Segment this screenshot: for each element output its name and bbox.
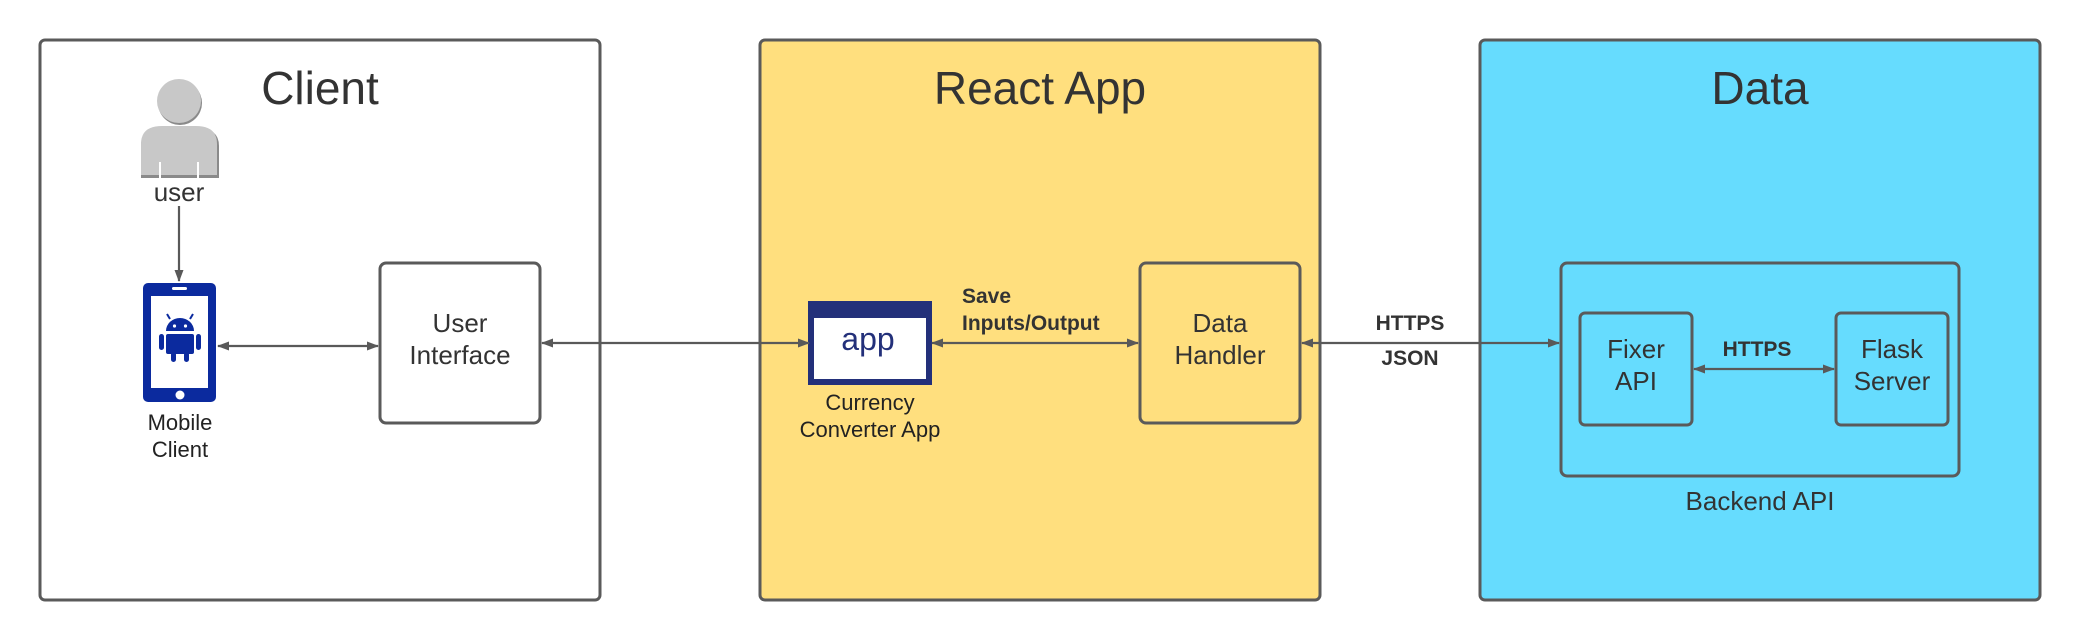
app-icon-text: app xyxy=(841,321,894,357)
fixer-api-node: Fixer API xyxy=(1578,311,1694,427)
flask-server-label-line2: Server xyxy=(1854,366,1931,396)
user-label: user xyxy=(154,177,205,207)
backend-api-label: Backend API xyxy=(1686,486,1835,516)
user-node: user xyxy=(141,79,219,207)
edge-label-inputs-output: Inputs/Output xyxy=(962,312,1100,335)
react-app-title: React App xyxy=(934,62,1146,114)
flask-server-node: Flask Server xyxy=(1834,311,1950,427)
edge-label-https: HTTPS xyxy=(1376,312,1445,335)
react-app-container: React App xyxy=(758,38,1322,602)
fixer-api-label-line2: API xyxy=(1615,366,1657,396)
app-label-line1: Currency xyxy=(825,390,914,415)
user-icon xyxy=(141,79,219,178)
client-container: Client xyxy=(38,38,602,602)
client-title: Client xyxy=(261,62,379,114)
data-handler-label-line1: Data xyxy=(1193,308,1248,338)
user-interface-node: User Interface xyxy=(378,261,542,425)
android-phone-icon xyxy=(143,283,216,402)
fixer-api-label-line1: Fixer xyxy=(1607,334,1665,364)
mobile-client-label-line1: Mobile xyxy=(148,410,213,435)
mobile-client-label-line2: Client xyxy=(152,437,208,462)
edge-label-internal-https: HTTPS xyxy=(1723,338,1792,361)
edge-label-save: Save xyxy=(962,285,1011,308)
edge-label-json: JSON xyxy=(1381,347,1438,370)
data-title: Data xyxy=(1711,62,1809,114)
currency-converter-app-node: app Currency Converter App xyxy=(800,301,941,442)
app-window-icon: app xyxy=(808,301,932,385)
user-interface-label-line2: Interface xyxy=(409,340,510,370)
mobile-client-node: Mobile Client xyxy=(143,283,216,462)
data-handler-label-line2: Handler xyxy=(1174,340,1265,370)
user-interface-label-line1: User xyxy=(433,308,488,338)
flask-server-label-line1: Flask xyxy=(1861,334,1924,364)
data-handler-node: Data Handler xyxy=(1138,261,1302,425)
app-label-line2: Converter App xyxy=(800,417,941,442)
